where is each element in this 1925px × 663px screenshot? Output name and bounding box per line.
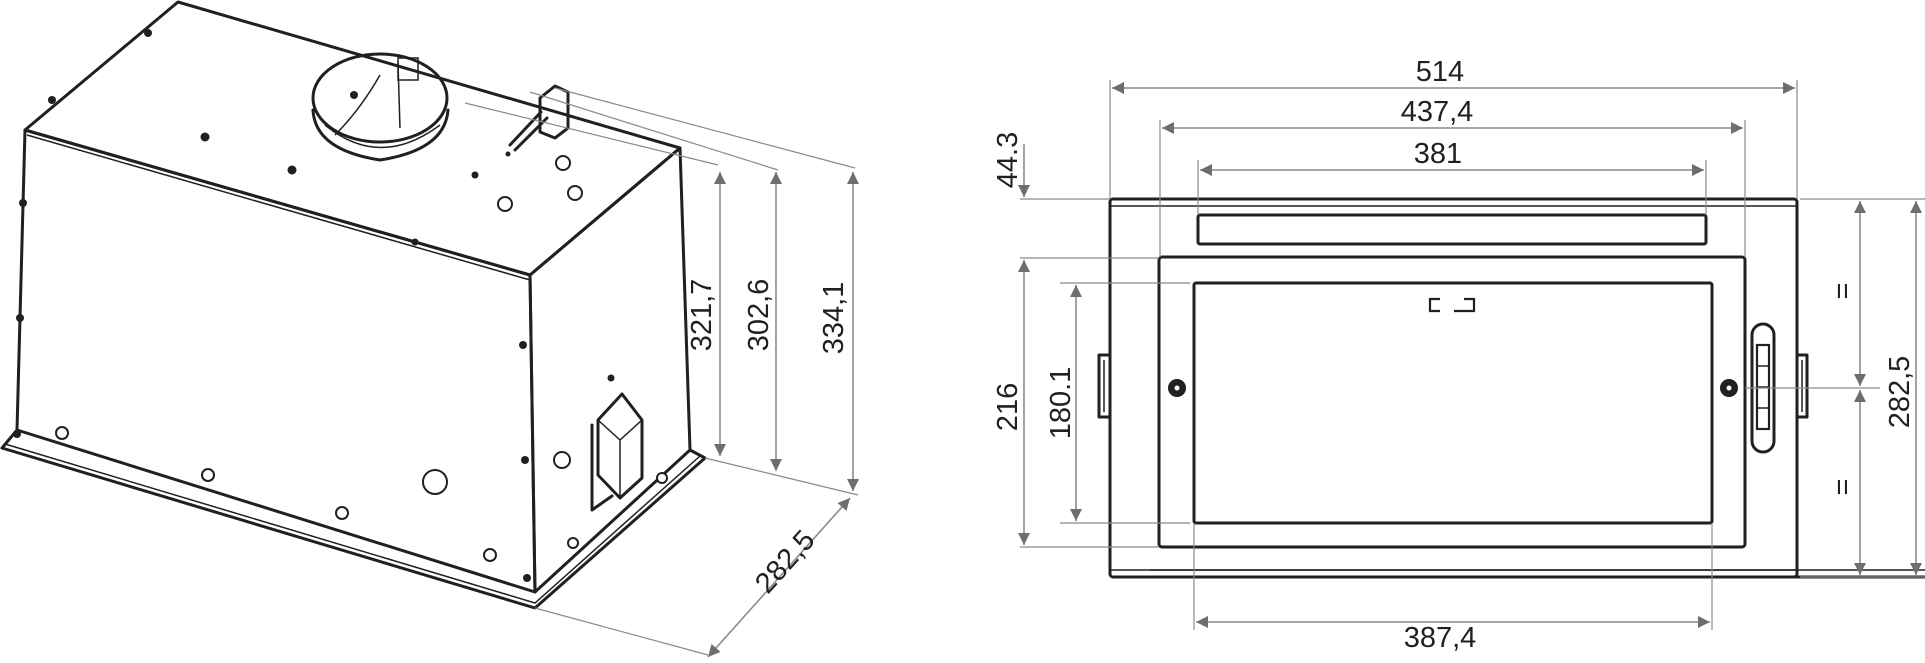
ext-line-334	[554, 87, 856, 169]
dim-label-height-mid: 302,6	[743, 279, 775, 352]
top-mounting-holes	[48, 29, 583, 246]
filter-panel	[1192, 281, 1714, 525]
isometric-view: 321,7 302,6 334,1 282,5	[0, 0, 859, 658]
dim-line-depth	[707, 497, 851, 658]
ext-line-321	[464, 102, 719, 166]
left-side-clip	[1097, 353, 1112, 419]
dim-label-frame-height: 216	[992, 383, 1024, 431]
right-side-clip	[1795, 353, 1809, 419]
dim-label-top-offset: 44.3	[992, 132, 1024, 188]
flange-inner-edge	[4, 443, 701, 604]
ext-line-bottom	[704, 457, 859, 496]
top-edge-highlight	[26, 134, 531, 281]
dim-label-overall-depth: 282,5	[1884, 356, 1916, 429]
ext-line-302	[529, 91, 779, 171]
dim-label-equal-lower: =	[1827, 479, 1859, 496]
light-bracket-mark	[1428, 297, 1476, 313]
hood-front-face	[15, 128, 537, 594]
dim-label-panel-height: 180.1	[1045, 367, 1077, 440]
dim-label-frame-width: 437,4	[1401, 96, 1474, 128]
ext-line-depth	[534, 607, 709, 656]
dim-label-height-front: 321,7	[686, 279, 718, 352]
dim-label-equal-upper: =	[1827, 283, 1859, 300]
filter-frame	[1157, 255, 1747, 549]
dim-label-overall-width: 514	[1416, 56, 1464, 88]
dim-label-slot-width: 381	[1414, 138, 1462, 170]
power-plug	[505, 84, 570, 157]
front-mounting-holes	[13, 199, 531, 582]
dim-label-panel-width: 387,4	[1404, 622, 1477, 654]
hood-side-face	[528, 146, 692, 594]
front-view: 514 437,4 381 387,4 44.3 216 180.1 = = 2…	[992, 56, 1925, 654]
hood-flange	[0, 428, 707, 610]
top-slot	[1196, 213, 1708, 246]
duct-collar	[311, 52, 450, 162]
side-connector-box	[553, 374, 668, 549]
dim-label-depth: 282,5	[749, 524, 821, 599]
dim-label-height-total: 334,1	[818, 282, 850, 355]
